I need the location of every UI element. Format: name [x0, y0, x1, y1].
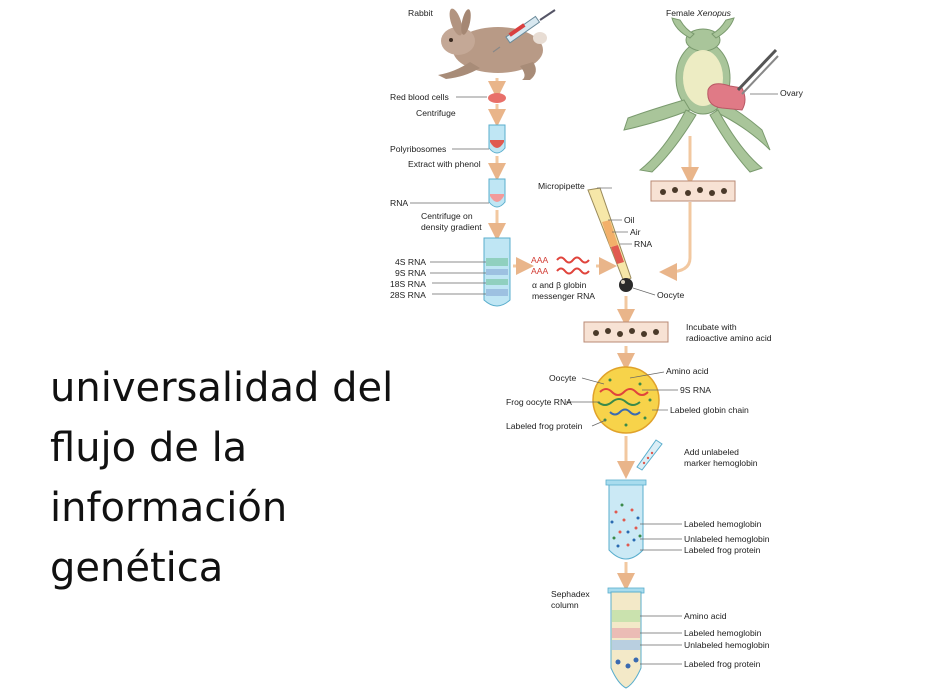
hemoglobin-test-tube: [605, 479, 647, 560]
air-label: Air: [630, 227, 641, 237]
rna-label: RNA: [390, 198, 408, 208]
extract-phenol-label: Extract with phenol: [408, 159, 481, 169]
forceps-icon: [736, 48, 779, 95]
unlabeled-hemoglobin-col-label: Unlabeled hemoglobin: [684, 640, 770, 650]
slide-caption: universalidad del flujo de la informació…: [50, 358, 450, 598]
centrifuge-on-label: Centrifuge on: [421, 211, 473, 221]
density-gradient-label: density gradient: [421, 222, 482, 232]
caption-line-3: información: [50, 485, 288, 531]
labeled-frog-protein-tube-label: Labeled frog protein: [684, 545, 761, 555]
marker-pipette-icon: [636, 439, 663, 471]
rabbit-label: Rabbit: [408, 8, 433, 18]
labeled-frog-protein-col-label: Labeled frog protein: [684, 659, 761, 669]
syringe-icon: [492, 9, 556, 53]
frog-flow-arrows: [617, 136, 699, 591]
labeled-frog-protein-cell-label: Labeled frog protein: [506, 421, 583, 431]
labeled-globin-chain-label: Labeled globin chain: [670, 405, 749, 415]
labeled-hemoglobin-tube-label: Labeled hemoglobin: [684, 519, 762, 529]
labeled-hemoglobin-col-label: Labeled hemoglobin: [684, 628, 762, 638]
rna-pipette-label: RNA: [634, 239, 652, 249]
oil-label: Oil: [624, 215, 635, 225]
centrifuge-label: Centrifuge: [416, 108, 456, 118]
rna-9s-cell-label: 9S RNA: [680, 385, 711, 395]
polyribosome-tube: [488, 124, 506, 154]
rna-18s-label: 18S RNA: [390, 279, 426, 289]
incubation-dish: [583, 321, 669, 343]
sephadex-label-2: column: [551, 600, 579, 610]
ovary-label: Ovary: [780, 88, 804, 98]
add-unlabeled-label-2: marker hemoglobin: [684, 458, 758, 468]
unlabeled-hemoglobin-tube-label: Unlabeled hemoglobin: [684, 534, 770, 544]
micropipette-icon: [587, 187, 633, 292]
oocyte-cell: [592, 366, 660, 434]
globin-mrna-label-2: messenger RNA: [532, 291, 595, 301]
amino-acid-col-label: Amino acid: [684, 611, 727, 621]
aaa-label-2: AAA: [531, 266, 548, 276]
sephadex-column: [607, 587, 645, 689]
rabbit-illustration: [438, 8, 556, 80]
female-xenopus-label: Female Xenopus: [666, 8, 732, 18]
rna-tube: [488, 178, 506, 208]
density-gradient-tube: [483, 237, 511, 307]
aaa-label-1: AAA: [531, 255, 548, 265]
frog-oocyte-rna-label: Frog oocyte RNA: [506, 397, 572, 407]
caption-line-4: genética: [50, 545, 224, 591]
globin-mrna-icon: [556, 256, 590, 275]
red-blood-cells-label: Red blood cells: [390, 92, 449, 102]
red-blood-cells-icon: [488, 93, 506, 103]
sephadex-label-1: Sephadex: [551, 589, 590, 599]
globin-mrna-label-1: α and β globin: [532, 280, 587, 290]
oocyte-label: Oocyte: [549, 373, 576, 383]
caption-line-2: flujo de la: [50, 425, 248, 471]
caption-line-1: universalidad del: [50, 365, 394, 411]
amino-acid-label: Amino acid: [666, 366, 709, 376]
rna-28s-label: 28S RNA: [390, 290, 426, 300]
oocyte-dish: [650, 180, 736, 202]
incubate-label-2: radioactive amino acid: [686, 333, 772, 343]
incubate-label-1: Incubate with: [686, 322, 737, 332]
rna-9s-label: 9S RNA: [395, 268, 426, 278]
polyribosomes-label: Polyribosomes: [390, 144, 446, 154]
oocyte-pipette-label: Oocyte: [657, 290, 684, 300]
rabbit-flow-arrows: [488, 78, 617, 275]
rna-4s-label: 4S RNA: [395, 257, 426, 267]
add-unlabeled-label-1: Add unlabeled: [684, 447, 739, 457]
ovary-icon: [707, 83, 746, 111]
micropipette-label: Micropipette: [538, 181, 585, 191]
